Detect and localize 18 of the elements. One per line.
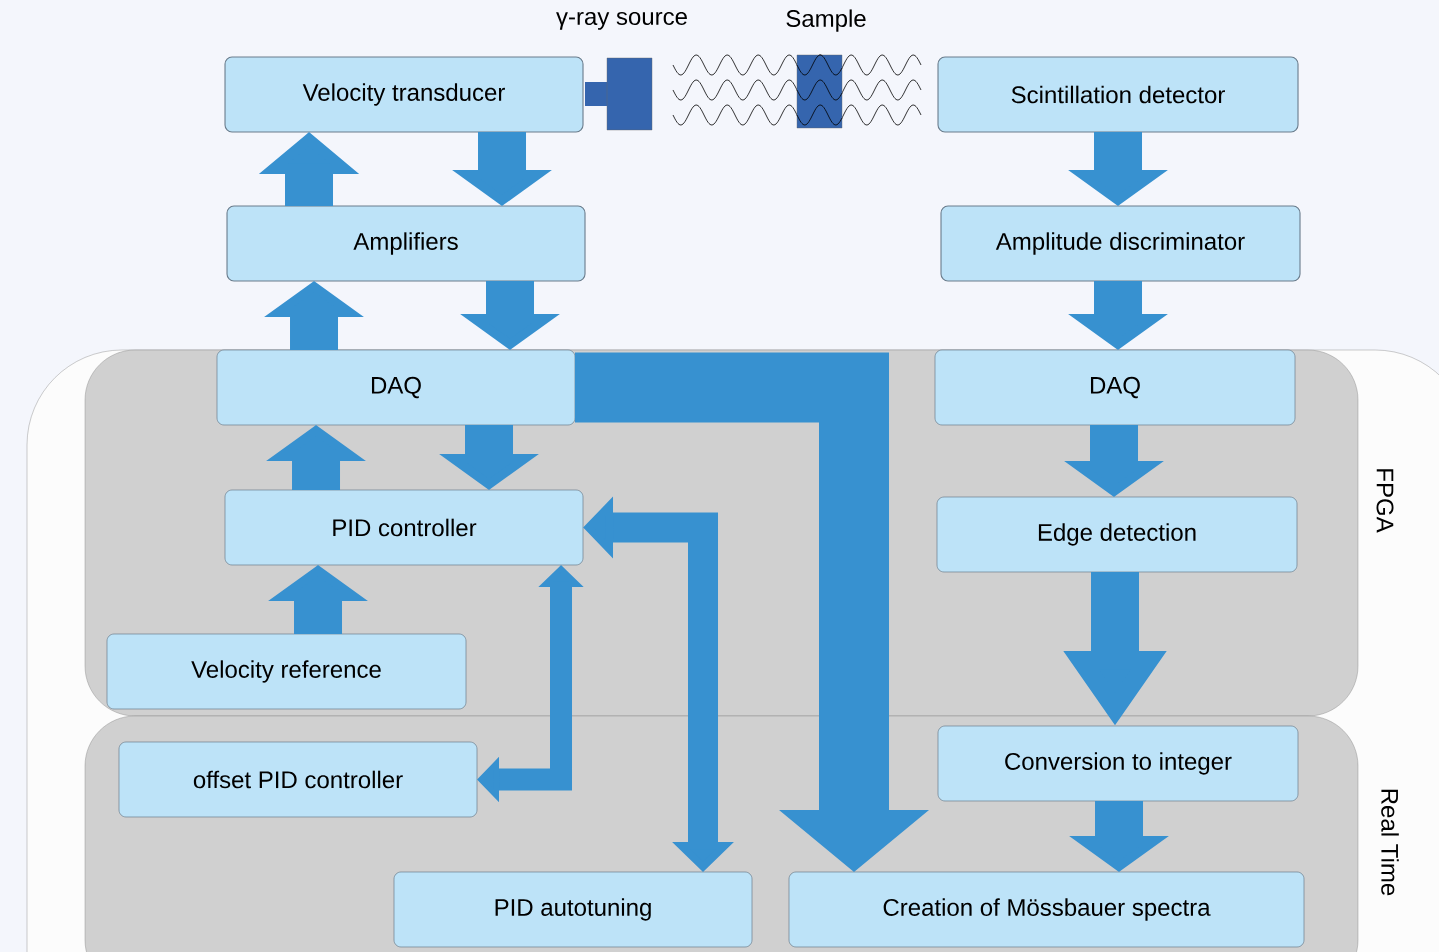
process-box: Velocity reference (106, 633, 467, 710)
process-box: PID controller (224, 489, 584, 566)
process-box: Edge detection (936, 496, 1298, 573)
process-box: Velocity transducer (224, 56, 584, 133)
node-label: FPGA (1376, 469, 1394, 533)
process-box: offset PID controller (118, 741, 478, 818)
block-arrow (575, 352, 929, 872)
process-box: Amplifiers (226, 205, 586, 282)
process-box: Conversion to integer (937, 725, 1299, 802)
process-box: Scintillation detector (937, 56, 1299, 133)
process-box: DAQ (934, 349, 1296, 426)
process-box: Amplitude discriminator (940, 205, 1301, 282)
label: γ-ray source (556, 11, 687, 30)
process-box: Creation of Mössbauer spectra (788, 871, 1305, 948)
node-label: Real Time (1381, 789, 1399, 896)
process-box: DAQ (216, 349, 576, 426)
process-box: PID autotuning (393, 871, 753, 948)
label: Sample (786, 9, 866, 32)
